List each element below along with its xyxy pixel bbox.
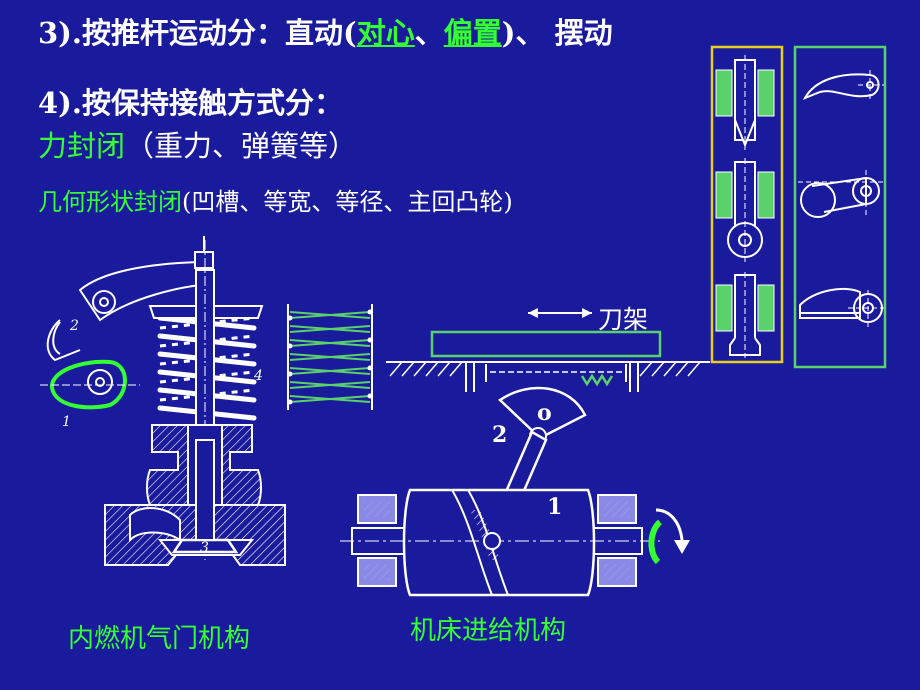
oscillating-followers-panel: [793, 45, 887, 369]
label-o: o: [537, 400, 552, 426]
form-closure-term: 几何形状封闭: [38, 188, 182, 216]
rotation-arrow-icon: [648, 519, 663, 565]
heading-classification-by-follower-motion: 3).按推杆运动分：直动(对心、偏置)、 摆动: [38, 10, 613, 52]
tool-holder-assembly: [386, 308, 710, 392]
slide-spring: [580, 373, 614, 387]
cam-profile: [50, 359, 127, 410]
label-2: 2: [492, 422, 508, 448]
line1-separator: 、: [414, 16, 444, 50]
engine-label-4: 4: [254, 368, 263, 384]
tool-holder-label: 刀架: [598, 305, 649, 334]
heading-classification-by-contact: 4).按保持接触方式分：: [38, 86, 343, 120]
valve-spring-detail: [287, 304, 373, 410]
flat-faced-follower: [715, 272, 775, 358]
option-centered: 对心: [356, 16, 415, 50]
lathe-feed-caption: 机床进给机构: [410, 616, 567, 646]
force-closure-term: 力封闭: [38, 129, 126, 163]
line1-suffix: )、 摆动: [501, 16, 613, 50]
force-closure-examples: （重力、弹簧等）: [125, 129, 358, 163]
form-closure-line: 几何形状封闭(凹槽、等宽、等径、主回凸轮): [38, 182, 513, 217]
knife-edge-rocker: [802, 70, 884, 100]
label-1: 1: [547, 494, 563, 520]
engine-label-3: 3: [200, 540, 209, 556]
tool-holder: [430, 330, 662, 358]
yellow-frame: [710, 45, 784, 364]
flat-faced-rocker: [799, 287, 884, 330]
line1-prefix: 3).按推杆运动分：直动(: [38, 16, 357, 50]
direct-acting-followers-panel: [710, 45, 784, 364]
option-offset: 偏置: [443, 16, 502, 50]
engine-label-2: 2: [70, 318, 79, 334]
engine-valve-caption: 内燃机气门机构: [68, 624, 251, 654]
engine-label-1: 1: [62, 414, 71, 430]
knife-edge-follower: [715, 55, 775, 150]
lathe-feed-mechanism: [340, 386, 690, 597]
force-closure-line: 力封闭（重力、弹簧等）: [38, 123, 357, 165]
green-frame: [793, 45, 887, 369]
roller-follower: [715, 158, 775, 262]
engine-valve-mechanism: [40, 236, 286, 566]
roller-rocker: [798, 170, 884, 218]
sector-rocker: [498, 386, 587, 440]
form-closure-examples: (凹槽、等宽、等径、主回凸轮): [182, 188, 513, 216]
